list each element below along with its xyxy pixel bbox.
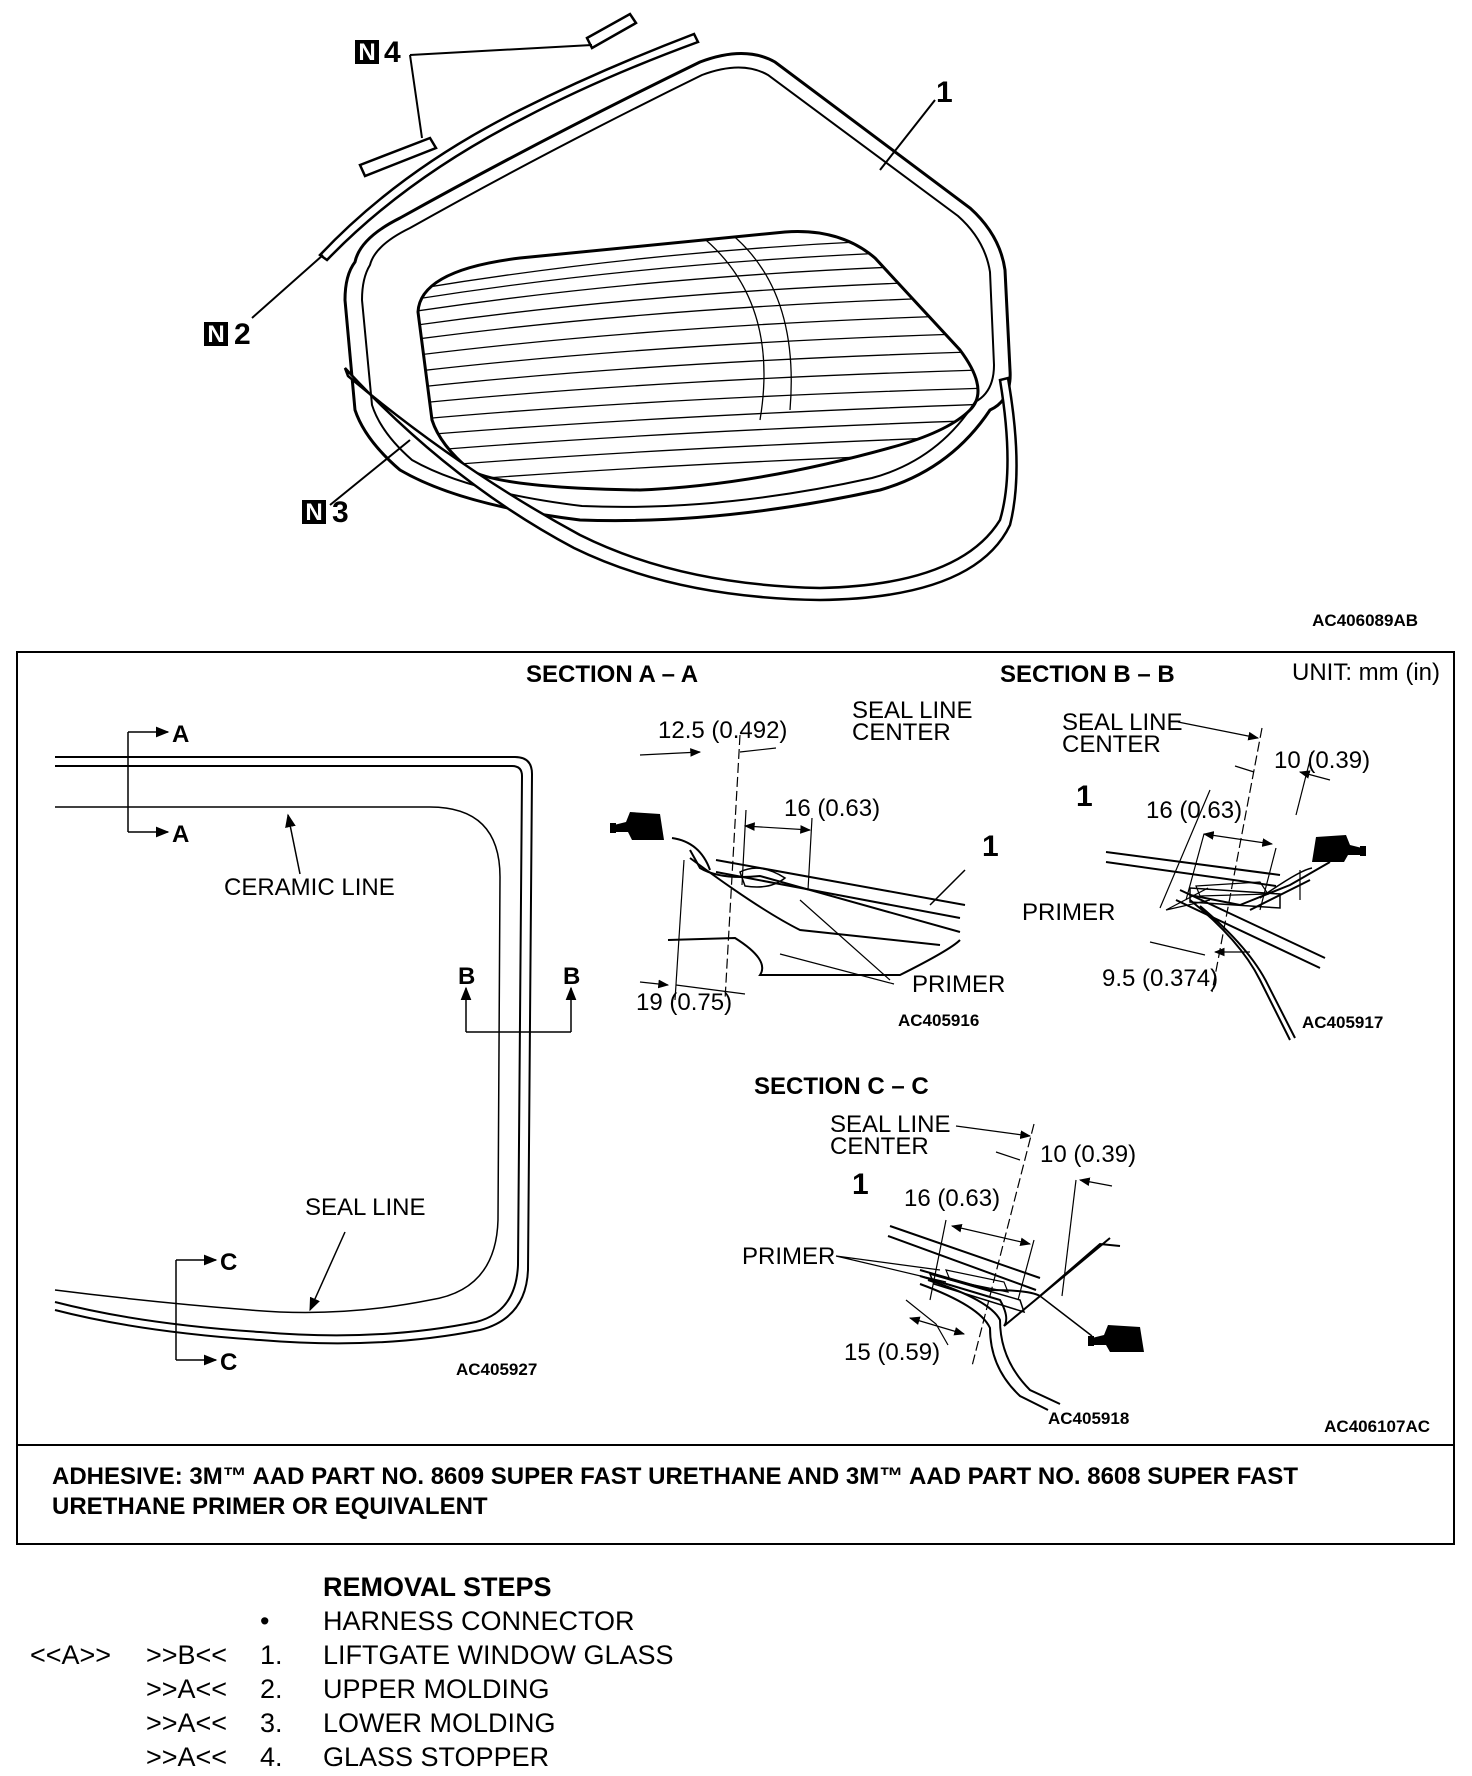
section-mark-b-right: B (563, 963, 580, 990)
section-b-center: CENTER (1062, 731, 1161, 758)
section-c-title: SECTION C – C (754, 1073, 929, 1100)
svg-text:N: N (358, 39, 375, 66)
section-b-dim-mid: 16 (0.63) (1146, 797, 1242, 824)
svg-text:N: N (305, 499, 322, 526)
section-b-b: SECTION B – B SEAL LINE CENTER 10 (0.39)… (1000, 661, 1383, 1041)
plan-view (54, 726, 577, 1366)
section-c-seal-line: SEAL LINE (830, 1111, 951, 1138)
plan-code: AC405927 (456, 1360, 537, 1379)
panel-frame (16, 651, 1455, 1545)
adhesive-note-line-1: ADHESIVE: 3M™ AAD PART NO. 8609 SUPER FA… (52, 1463, 1298, 1490)
svg-text:2: 2 (234, 318, 251, 351)
removal-steps-title-row: REMOVAL STEPS (0, 1572, 900, 1604)
section-a-title: SECTION A – A (526, 661, 698, 688)
exploded-view: N 4 1 N 2 N 3 (204, 12, 1018, 602)
step-name: LIFTGATE WINDOW GLASS (323, 1640, 674, 1670)
section-c-center: CENTER (830, 1133, 929, 1160)
section-c-dim-top: 10 (0.39) (1040, 1141, 1136, 1168)
liftgate-window-glass (343, 52, 1012, 523)
callout-1: 1 (936, 76, 953, 109)
section-a-code: AC405916 (898, 1011, 979, 1030)
section-a-dim-bottom: 19 (0.75) (636, 989, 732, 1016)
step-name: HARNESS CONNECTOR (323, 1606, 635, 1636)
section-a-dim-top: 12.5 (0.492) (658, 717, 787, 744)
diagram-canvas: N 4 1 N 2 N 3 AC406089AB UNIT: mm (in) A… (16, 12, 1455, 1545)
section-a-seal-line: SEAL LINE (852, 697, 973, 724)
section-b-title: SECTION B – B (1000, 661, 1175, 688)
panel-figure-code: AC406107AC (1324, 1417, 1430, 1436)
step-name: UPPER MOLDING (323, 1674, 550, 1704)
glass-stopper-right (585, 12, 638, 50)
section-b-seal-line: SEAL LINE (1062, 709, 1183, 736)
section-c-dim-bottom: 15 (0.59) (844, 1339, 940, 1366)
section-mark-c-bottom: C (220, 1349, 237, 1376)
sealant-gun-a (610, 812, 664, 840)
step-ref-removal: <<A>> (30, 1640, 112, 1670)
section-b-code: AC405917 (1302, 1013, 1383, 1032)
section-panel: UNIT: mm (in) AC406107AC A A B B C (16, 651, 1455, 1545)
step-ref-install: >>A<< (146, 1708, 228, 1738)
ceramic-line-label: CERAMIC LINE (224, 874, 395, 901)
section-mark-a-bottom: A (172, 821, 189, 848)
unit-label: UNIT: mm (in) (1292, 659, 1440, 686)
upper-molding (318, 32, 700, 262)
section-b-dim-top: 10 (0.39) (1274, 747, 1370, 774)
step-row: • HARNESS CONNECTOR (0, 1606, 900, 1638)
step-ref-install: >>A<< (146, 1742, 228, 1772)
svg-text:N: N (207, 321, 224, 348)
adhesive-note-line-2: URETHANE PRIMER OR EQUIVALENT (52, 1493, 488, 1520)
glass-stopper-left (358, 136, 438, 178)
section-c-primer: PRIMER (742, 1243, 835, 1270)
section-c-code: AC405918 (1048, 1409, 1129, 1428)
step-number: 3. (260, 1708, 283, 1738)
section-c-part: 1 (852, 1168, 869, 1201)
sealant-gun-b (1312, 835, 1366, 862)
step-ref-install: >>A<< (146, 1674, 228, 1704)
seal-line-label: SEAL LINE (305, 1194, 426, 1221)
section-a-part: 1 (982, 830, 999, 863)
lower-molding (343, 367, 1018, 602)
step-number: • (260, 1606, 270, 1636)
svg-text:4: 4 (384, 36, 401, 69)
section-c-dim-mid: 16 (0.63) (904, 1185, 1000, 1212)
section-b-dim-bottom: 9.5 (0.374) (1102, 965, 1218, 992)
callout-4: N 4 (355, 36, 401, 69)
step-number: 1. (260, 1640, 283, 1670)
figure-code-top: AC406089AB (1312, 611, 1418, 630)
section-mark-a-top: A (172, 721, 189, 748)
step-row: >>A<< 2. UPPER MOLDING (0, 1674, 900, 1706)
callout-2: N 2 (204, 318, 251, 351)
step-number: 2. (260, 1674, 283, 1704)
removal-steps: REMOVAL STEPS • HARNESS CONNECTOR <<A>> … (0, 1568, 1472, 1776)
defogger-lines (418, 232, 978, 485)
section-a-dim-mid: 16 (0.63) (784, 795, 880, 822)
section-a-center: CENTER (852, 719, 951, 746)
removal-steps-title: REMOVAL STEPS (323, 1572, 552, 1602)
step-row: <<A>> >>B<< 1. LIFTGATE WINDOW GLASS (0, 1640, 900, 1672)
svg-text:3: 3 (332, 496, 349, 529)
step-number: 4. (260, 1742, 283, 1772)
section-b-primer: PRIMER (1022, 899, 1115, 926)
section-mark-b-left: B (458, 963, 475, 990)
section-a-primer: PRIMER (912, 971, 1005, 998)
svg-text:1: 1 (936, 76, 953, 109)
sealant-gun-c (1088, 1325, 1144, 1352)
section-mark-c-top: C (220, 1249, 237, 1276)
step-name: GLASS STOPPER (323, 1742, 550, 1772)
step-ref-install: >>B<< (146, 1640, 228, 1670)
section-a-a: SECTION A – A SEAL LINE CENTER 12.5 (0.4… (526, 661, 1005, 1030)
section-c-c: SECTION C – C SEAL LINE CENTER 10 (0.39)… (742, 1073, 1144, 1428)
callout-3: N 3 (302, 496, 349, 529)
step-name: LOWER MOLDING (323, 1708, 556, 1738)
step-row: >>A<< 4. GLASS STOPPER (0, 1742, 900, 1774)
step-row: >>A<< 3. LOWER MOLDING (0, 1708, 900, 1740)
section-b-part: 1 (1076, 780, 1093, 813)
